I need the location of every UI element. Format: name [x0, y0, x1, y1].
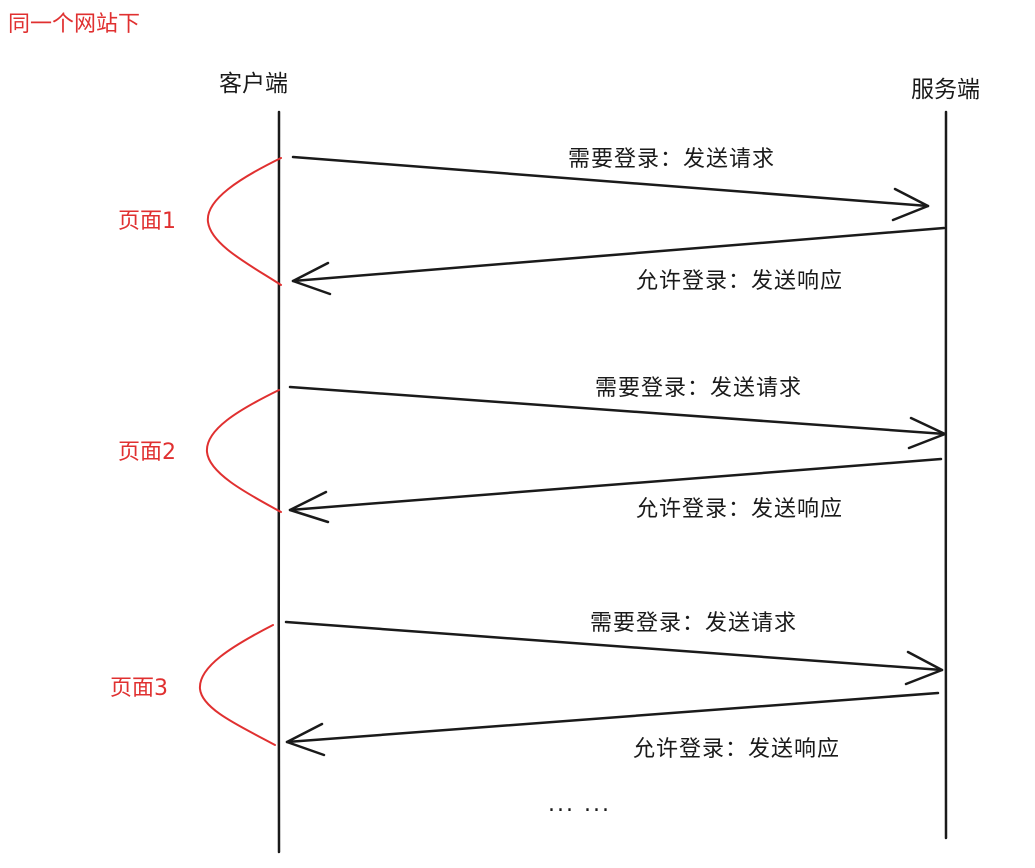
response-label-3: 允许登录：发送响应 [633, 737, 841, 762]
page-label-2: 页面2 [118, 440, 176, 465]
page-brace-1 [206, 157, 282, 286]
response-arrowhead-2 [288, 490, 330, 524]
request-arrowhead-3 [904, 650, 944, 686]
page-brace-2 [205, 389, 282, 513]
response-label-2: 允许登录：发送响应 [636, 497, 844, 522]
server-lifeline [944, 110, 948, 840]
response-arrow-1 [291, 226, 946, 283]
request-arrow-3 [284, 620, 944, 672]
response-arrowhead-1 [291, 261, 332, 296]
continuation-ellipsis: ... ... [548, 792, 611, 817]
request-label-3: 需要登录：发送请求 [590, 611, 798, 636]
request-label-2: 需要登录：发送请求 [595, 376, 803, 401]
request-label-1: 需要登录：发送请求 [568, 147, 776, 172]
server-label: 服务端 [911, 77, 980, 103]
request-arrow-1 [291, 155, 930, 208]
response-label-1: 允许登录：发送响应 [636, 269, 844, 294]
request-arrowhead-1 [891, 187, 930, 222]
page-label-3: 页面3 [110, 676, 168, 701]
diagram-title: 同一个网站下 [8, 12, 141, 37]
page-brace-3 [198, 624, 276, 746]
request-arrowhead-2 [907, 416, 947, 450]
response-arrowhead-3 [285, 722, 326, 757]
response-arrow-2 [288, 457, 943, 512]
client-lifeline [277, 110, 281, 854]
page-label-1: 页面1 [118, 209, 176, 234]
client-label: 客户端 [219, 71, 288, 97]
request-arrow-2 [288, 385, 947, 436]
response-arrow-3 [285, 691, 940, 744]
